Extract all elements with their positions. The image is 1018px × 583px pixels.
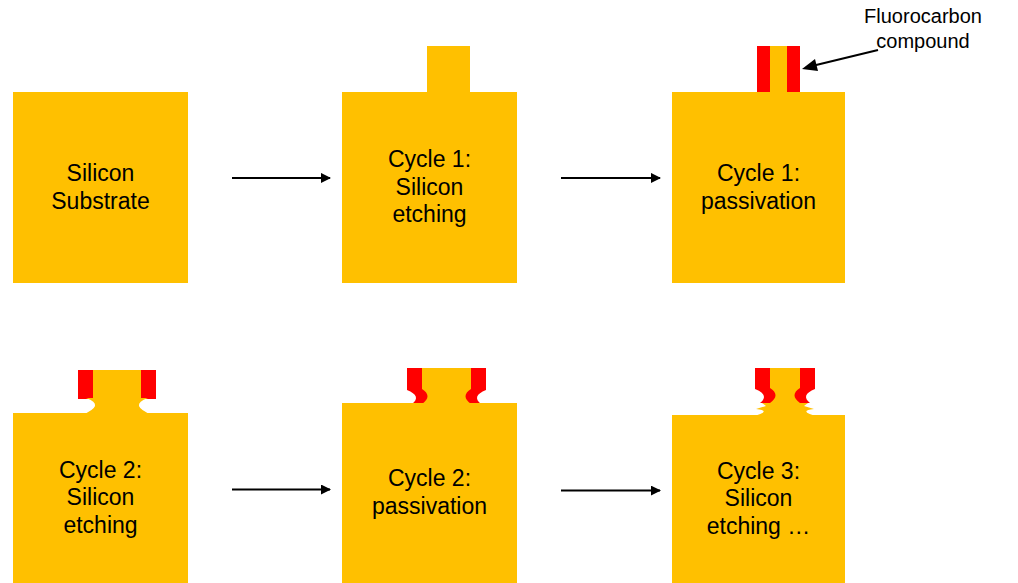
fluorocarbon-layer [407,368,428,404]
fluorocarbon-layer [141,370,156,399]
silicon-block: Cycle 1: Silicon etching [342,92,517,283]
step-label: Cycle 3: Silicon etching … [697,458,820,541]
step-label: Cycle 1: passivation [697,160,820,215]
step-label: Cycle 2: passivation [367,465,492,520]
silicon-pillar [769,368,801,406]
silicon-pillar [92,370,142,400]
fluorocarbon-layer [466,368,487,404]
step-label: Cycle 2: Silicon etching [38,457,163,540]
fluorocarbon-layer [78,370,93,399]
leader-line [812,50,878,66]
silicon-block: Cycle 2: passivation [342,403,517,583]
fluorocarbon-layer [757,46,770,92]
step-arrow [561,177,660,179]
fluorocarbon-layer [795,368,816,403]
silicon-pillar [427,46,470,94]
step-label: Silicon Substrate [38,160,163,215]
step-arrow [232,489,330,491]
fluorocarbon-layer [787,46,800,92]
callout-label: Fluorocarbon compound [838,4,1008,54]
silicon-pillar [421,368,471,405]
silicon-block: Cycle 1: passivation [672,92,845,283]
step-arrow [232,177,330,179]
step-label: Cycle 1: Silicon etching [367,146,492,229]
silicon-pillar [757,46,800,94]
silicon-block: Cycle 2: Silicon etching [13,413,188,583]
silicon-block: Cycle 3: Silicon etching … [672,415,845,583]
fluorocarbon-layer [755,368,776,403]
step-arrow [561,490,660,492]
leader-arrowhead [802,59,818,71]
silicon-block: Silicon Substrate [13,92,188,283]
